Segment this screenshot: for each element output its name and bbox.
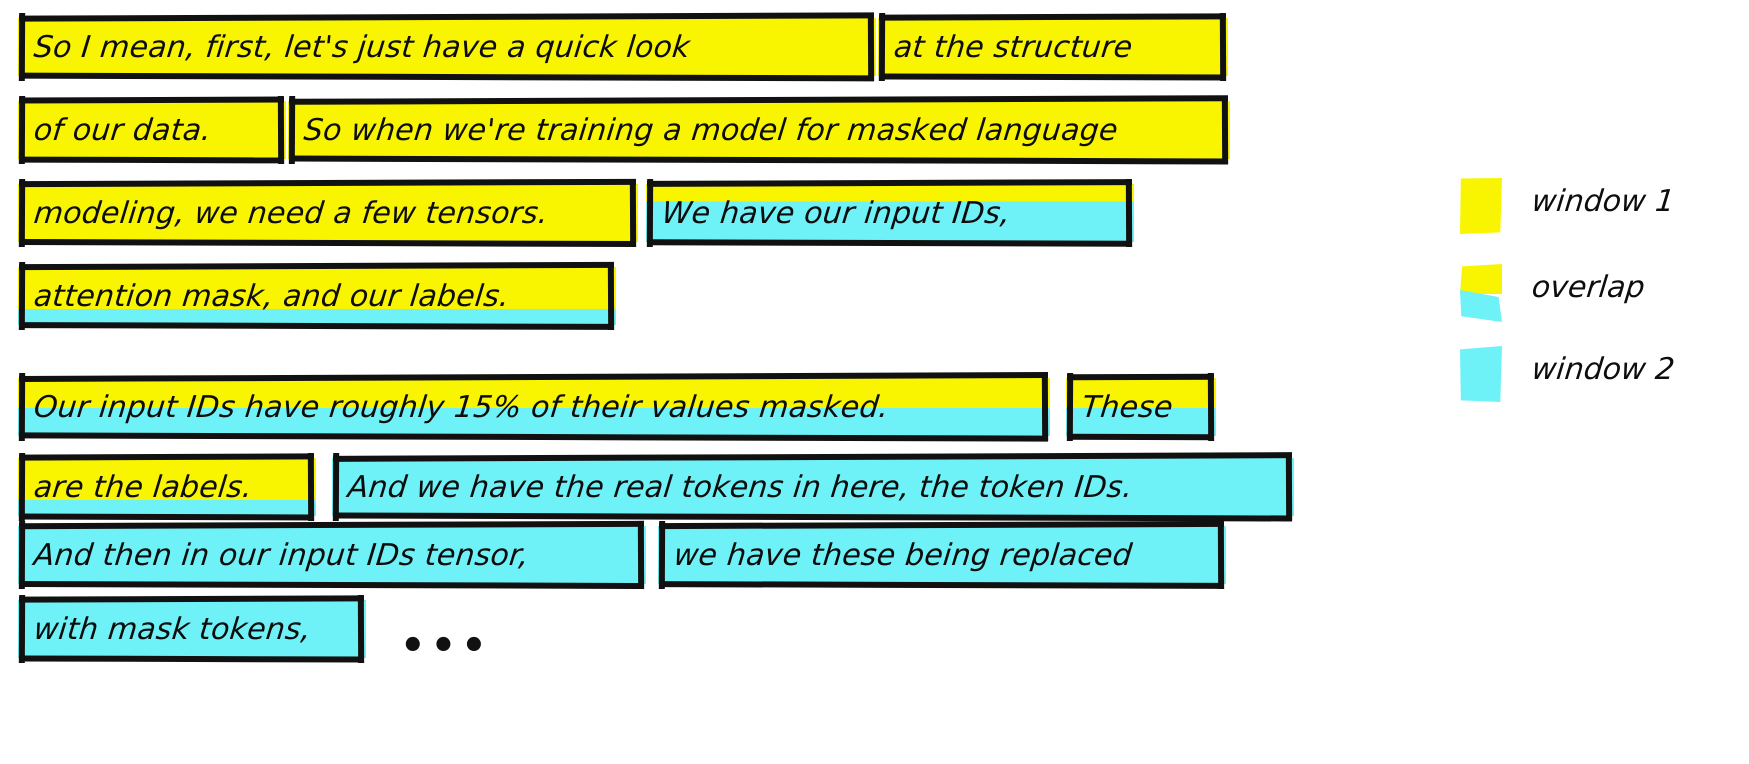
chunk-text: So when we're training a model for maske… — [302, 113, 1120, 148]
text-chunk[interactable]: So when we're training a model for maske… — [288, 95, 1230, 165]
legend-swatch-overlap — [1460, 264, 1502, 322]
legend-swatch-window2 — [1460, 346, 1502, 402]
legend: window 1 overlap window 2 — [1460, 178, 1749, 402]
chunk-text: we have these being replaced — [672, 538, 1134, 573]
text-chunk[interactable]: are the labels. — [18, 452, 316, 522]
chunk-text: We have our input IDs, — [660, 196, 1013, 231]
highlight-fill-window2 — [18, 526, 646, 584]
highlight-fill-window1 — [878, 18, 1228, 76]
chunk-text: at the structure — [892, 30, 1135, 65]
chunk-text: These — [1080, 390, 1175, 425]
highlight-fill-window1 — [18, 101, 286, 159]
chunk-text: So I mean, first, let's just have a quic… — [32, 30, 692, 65]
highlight-fill-window1 — [288, 101, 1230, 159]
chunk-text: are the labels. — [32, 470, 254, 505]
continuation-ellipsis: ••• — [400, 623, 492, 669]
text-chunk[interactable]: So I mean, first, let's just have a quic… — [18, 12, 876, 82]
legend-label: overlap — [1530, 270, 1647, 305]
transcript-line: modeling, we need a few tensors. We have … — [0, 176, 1290, 254]
chunk-text: of our data. — [32, 113, 213, 148]
text-chunk[interactable]: These — [1066, 372, 1216, 442]
transcript-area: So I mean, first, let's just have a quic… — [0, 10, 1294, 670]
text-chunk[interactable]: modeling, we need a few tensors. — [18, 178, 638, 248]
legend-swatch-window1 — [1460, 178, 1502, 234]
transcript-line: are the labels. And we have the real toke… — [0, 450, 1294, 528]
transcript-line: of our data. So when we're training a mod… — [0, 93, 1290, 171]
text-chunk[interactable]: attention mask, and our labels. — [18, 261, 616, 331]
highlight-fill-overlap — [1066, 378, 1216, 436]
highlight-fill-window2 — [18, 600, 366, 658]
highlight-fill-overlap-low — [18, 267, 616, 325]
chunk-text: attention mask, and our labels. — [32, 279, 511, 314]
highlight-fill-window2 — [332, 458, 1294, 516]
highlight-fill-overlap — [18, 378, 1050, 436]
chunk-text: And we have the real tokens in here, the… — [346, 470, 1135, 505]
chunk-text: And then in our input IDs tensor, — [32, 538, 531, 573]
transcript-line: So I mean, first, let's just have a quic… — [0, 10, 1290, 88]
highlight-fill-window2 — [658, 526, 1226, 584]
legend-item-overlap[interactable]: overlap — [1460, 264, 1749, 326]
highlight-fill-overlap-low — [18, 458, 316, 516]
transcript-line: Our input IDs have roughly 15% of their … — [0, 370, 1290, 448]
transcript-line: attention mask, and our labels. — [0, 259, 1290, 337]
chunk-text: with mask tokens, — [32, 612, 313, 647]
legend-label: window 1 — [1530, 184, 1677, 219]
transcript-line: with mask tokens, ••• — [0, 592, 1290, 670]
highlight-fill-window1 — [18, 184, 638, 242]
legend-item-window2[interactable]: window 2 — [1460, 346, 1749, 408]
highlight-fill-window1 — [18, 18, 876, 76]
legend-label: window 2 — [1530, 352, 1677, 387]
text-chunk[interactable]: we have these being replaced — [658, 520, 1226, 590]
chunk-text: modeling, we need a few tensors. — [32, 196, 550, 231]
legend-item-window1[interactable]: window 1 — [1460, 178, 1749, 240]
highlight-fill-overlap-high — [646, 184, 1134, 242]
text-chunk[interactable]: We have our input IDs, — [646, 178, 1134, 248]
text-chunk[interactable]: with mask tokens, — [18, 594, 366, 664]
text-chunk[interactable]: at the structure — [878, 12, 1228, 82]
text-chunk[interactable]: Our input IDs have roughly 15% of their … — [18, 372, 1050, 442]
chunk-text: Our input IDs have roughly 15% of their … — [32, 390, 891, 425]
text-chunk[interactable]: of our data. — [18, 95, 286, 165]
transcript-line: And then in our input IDs tensor, we have… — [0, 518, 1290, 596]
text-chunk[interactable]: And we have the real tokens in here, the… — [332, 452, 1294, 522]
text-chunk[interactable]: And then in our input IDs tensor, — [18, 520, 646, 590]
